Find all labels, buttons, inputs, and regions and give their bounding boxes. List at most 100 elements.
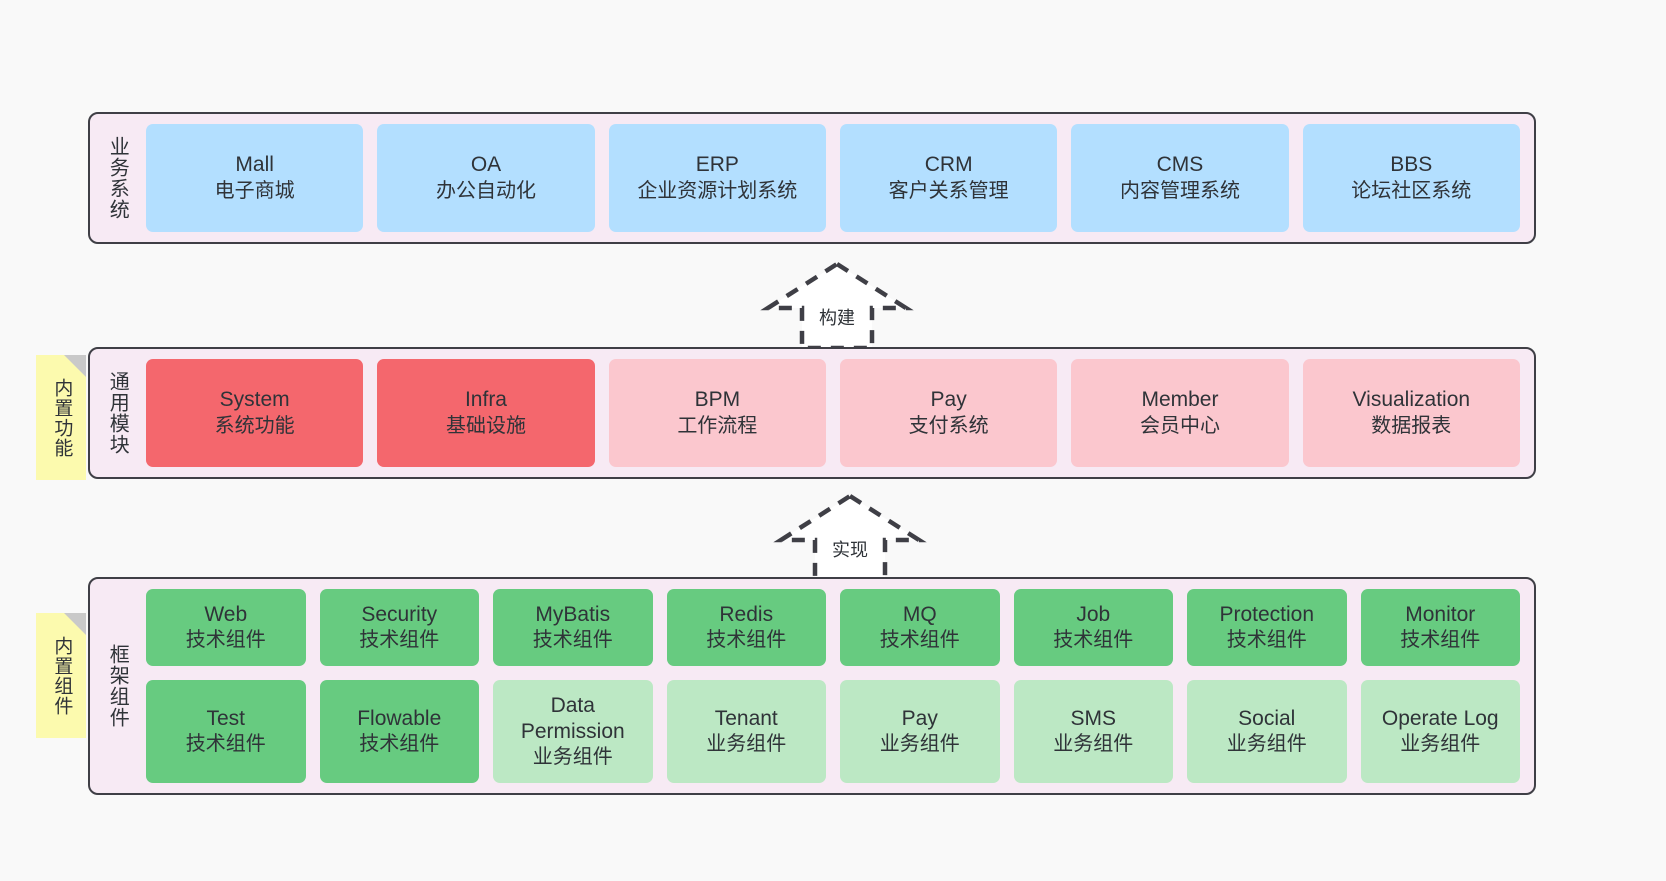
card-job[interactable]: Job 技术组件: [1013, 589, 1173, 666]
card-system[interactable]: System 系统功能: [146, 359, 364, 467]
layer-common-modules: 通用模块 System 系统功能 Infra 基础设施 BPM 工作流程 Pay…: [88, 347, 1536, 479]
card-title: Job: [1076, 602, 1111, 626]
layer-framework-components: 框架组件 Web 技术组件 Security 技术组件 MyBatis 技术组件…: [88, 577, 1536, 795]
card-subtitle: 企业资源计划系统: [637, 179, 798, 202]
card-erp[interactable]: ERP 企业资源计划系统: [608, 124, 826, 232]
sticky-note-builtin-components: 内置组件: [36, 613, 86, 738]
sticky-note-text: 内置组件: [51, 635, 73, 716]
card-title: OA: [470, 153, 502, 177]
card-subtitle: 业务组件: [706, 733, 787, 756]
layer-body-business: Mall 电子商城 OA 办公自动化 ERP 企业资源计划系统 CRM 客户关系…: [136, 124, 1520, 232]
card-title: MQ: [902, 602, 937, 626]
card-title: Flowable: [357, 706, 442, 730]
card-subtitle: 技术组件: [185, 733, 266, 756]
card-subtitle: 技术组件: [532, 629, 613, 652]
card-title: Operate Log: [1381, 706, 1499, 730]
card-pay-component[interactable]: Pay 业务组件: [840, 679, 1000, 783]
card-title: Redis: [719, 602, 774, 626]
card-title: BBS: [1390, 153, 1433, 177]
card-subtitle: 数据报表: [1371, 414, 1452, 437]
card-title: CMS: [1156, 153, 1204, 177]
card-title: Mall: [235, 153, 274, 177]
card-subtitle: 业务组件: [879, 733, 960, 756]
card-subtitle: 技术组件: [1226, 629, 1307, 652]
card-title: CRM: [924, 153, 973, 177]
layer-body-common: System 系统功能 Infra 基础设施 BPM 工作流程 Pay 支付系统…: [136, 359, 1520, 467]
card-crm[interactable]: CRM 客户关系管理: [839, 124, 1058, 232]
card-subtitle: 论坛社区系统: [1351, 179, 1472, 202]
card-title: Monitor: [1405, 602, 1476, 626]
card-subtitle: 技术组件: [706, 629, 787, 652]
card-subtitle: 业务组件: [532, 746, 613, 769]
card-redis[interactable]: Redis 技术组件: [666, 589, 826, 666]
card-subtitle: 业务组件: [1400, 733, 1481, 756]
card-cms[interactable]: CMS 内容管理系统: [1071, 124, 1289, 232]
layer-business-systems: 业务系统 Mall 电子商城 OA 办公自动化 ERP 企业资源计划系统 CRM…: [88, 112, 1536, 244]
sticky-note-text: 内置功能: [51, 377, 73, 458]
card-title: Pay: [901, 706, 938, 730]
card-subtitle: 业务组件: [1053, 733, 1134, 756]
card-title: Test: [206, 706, 245, 730]
card-web[interactable]: Web 技术组件: [146, 589, 306, 666]
card-row: System 系统功能 Infra 基础设施 BPM 工作流程 Pay 支付系统…: [146, 359, 1520, 467]
card-title: BPM: [694, 388, 741, 412]
card-mq[interactable]: MQ 技术组件: [840, 589, 1000, 666]
card-row: Mall 电子商城 OA 办公自动化 ERP 企业资源计划系统 CRM 客户关系…: [146, 124, 1520, 232]
card-title: Infra: [464, 388, 507, 412]
card-pay[interactable]: Pay 支付系统: [839, 359, 1058, 467]
card-title: Visualization: [1352, 388, 1471, 412]
card-subtitle: 业务组件: [1226, 733, 1307, 756]
card-monitor[interactable]: Monitor 技术组件: [1360, 589, 1520, 666]
layer-title-business: 业务系统: [106, 136, 129, 220]
layer-title-framework: 框架组件: [106, 644, 129, 728]
card-tenant[interactable]: Tenant 业务组件: [666, 679, 826, 783]
layer-title-common: 通用模块: [106, 371, 129, 455]
arrow-implement-up: 实现: [773, 490, 927, 583]
card-mybatis[interactable]: MyBatis 技术组件: [493, 589, 653, 666]
card-subtitle: 技术组件: [185, 629, 266, 652]
card-subtitle: 基础设施: [445, 414, 526, 437]
card-subtitle: 办公自动化: [435, 179, 536, 202]
card-title: Member: [1141, 388, 1219, 412]
card-subtitle: 技术组件: [1400, 629, 1481, 652]
card-infra[interactable]: Infra 基础设施: [377, 359, 595, 467]
card-title: Protection: [1219, 602, 1315, 626]
card-title: Tenant: [714, 706, 778, 730]
card-flowable[interactable]: Flowable 技术组件: [319, 679, 479, 783]
card-title: Social: [1238, 706, 1296, 730]
card-subtitle: 支付系统: [908, 414, 989, 437]
card-bpm[interactable]: BPM 工作流程: [608, 359, 826, 467]
card-title: Pay: [930, 388, 967, 412]
card-subtitle: 技术组件: [879, 629, 960, 652]
card-subtitle: 电子商城: [214, 179, 295, 202]
card-mall[interactable]: Mall 电子商城: [146, 124, 364, 232]
card-protection[interactable]: Protection 技术组件: [1187, 589, 1347, 666]
card-title: Data Permission: [520, 693, 625, 743]
card-member[interactable]: Member 会员中心: [1071, 359, 1289, 467]
card-subtitle: 系统功能: [214, 414, 295, 437]
card-subtitle: 技术组件: [359, 733, 440, 756]
card-row: Web 技术组件 Security 技术组件 MyBatis 技术组件 Redi…: [146, 589, 1520, 666]
card-operate-log[interactable]: Operate Log 业务组件: [1360, 679, 1520, 783]
card-oa[interactable]: OA 办公自动化: [377, 124, 595, 232]
arrow-build-up: 构建: [760, 258, 914, 351]
card-data-permission[interactable]: Data Permission 业务组件: [493, 679, 653, 783]
layer-body-framework: Web 技术组件 Security 技术组件 MyBatis 技术组件 Redi…: [136, 589, 1520, 783]
card-subtitle: 内容管理系统: [1119, 179, 1240, 202]
card-subtitle: 技术组件: [1053, 629, 1134, 652]
sticky-note-builtin-features: 内置功能: [36, 355, 86, 480]
card-title: Web: [204, 602, 248, 626]
card-visualization[interactable]: Visualization 数据报表: [1302, 359, 1520, 467]
card-social[interactable]: Social 业务组件: [1187, 679, 1347, 783]
card-subtitle: 客户关系管理: [888, 179, 1009, 202]
card-title: Security: [361, 602, 438, 626]
card-title: System: [219, 388, 290, 412]
card-security[interactable]: Security 技术组件: [319, 589, 479, 666]
card-title: ERP: [695, 153, 739, 177]
card-title: SMS: [1070, 706, 1116, 730]
card-subtitle: 会员中心: [1139, 414, 1220, 437]
card-sms[interactable]: SMS 业务组件: [1013, 679, 1173, 783]
card-test[interactable]: Test 技术组件: [146, 679, 306, 783]
card-bbs[interactable]: BBS 论坛社区系统: [1302, 124, 1520, 232]
card-subtitle: 工作流程: [677, 414, 758, 437]
